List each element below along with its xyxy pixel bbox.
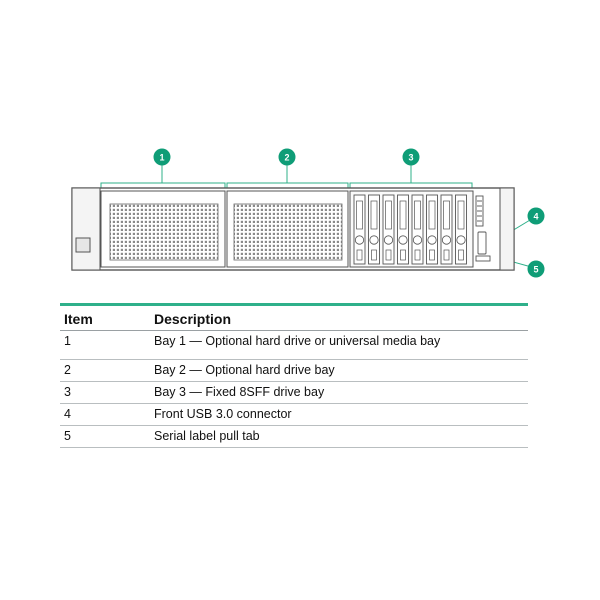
component-legend-table: Item Description 1 Bay 1 — Optional hard…: [60, 303, 528, 448]
table-row: 1 Bay 1 — Optional hard drive or univers…: [60, 330, 528, 360]
row-description: Serial label pull tab: [150, 425, 528, 448]
row-item: 3: [60, 381, 150, 404]
sff-drive-slots: [353, 194, 467, 265]
bracket-bay-2: [226, 182, 349, 188]
callout-1: 1: [153, 148, 171, 166]
table-row: 5 Serial label pull tab: [60, 425, 528, 448]
drive-carrier: [397, 194, 409, 265]
table-row: 3 Bay 3 — Fixed 8SFF drive bay: [60, 381, 528, 404]
row-description: Front USB 3.0 connector: [150, 403, 528, 426]
usb-connector: [477, 231, 487, 255]
server-front-panel-diagram: 1 2 3 4 5: [71, 148, 545, 278]
callout-3: 3: [402, 148, 420, 166]
row-item: 4: [60, 403, 150, 426]
drive-carrier: [440, 194, 453, 265]
callout-2-label: 2: [284, 153, 289, 163]
callout-3-label: 3: [408, 153, 413, 163]
row-item: 2: [60, 359, 150, 382]
bay-2-grill: [233, 203, 343, 261]
table-row: 4 Front USB 3.0 connector: [60, 403, 528, 426]
callout-5-label: 5: [533, 265, 538, 275]
row-description: Bay 3 — Fixed 8SFF drive bay: [150, 381, 528, 404]
control-panel: [475, 195, 491, 262]
right-rack-ear: [499, 187, 515, 271]
server-illustration: 1 2 3 4 5: [71, 148, 545, 278]
bracket-bay-1: [100, 182, 226, 188]
callout-5: 5: [527, 260, 545, 278]
callout-2: 2: [278, 148, 296, 166]
callout-4-label: 4: [533, 212, 538, 222]
drive-carrier: [411, 194, 424, 265]
callout-4: 4: [527, 207, 545, 225]
drive-carrier: [368, 194, 380, 265]
row-item: 1: [60, 330, 150, 360]
drive-carrier: [455, 194, 467, 265]
callout-1-label: 1: [159, 153, 164, 163]
drive-carrier: [382, 194, 395, 265]
row-item: 5: [60, 425, 150, 448]
left-rack-ear: [71, 187, 101, 271]
drive-carrier: [426, 194, 438, 265]
serial-pull-tab: [475, 255, 491, 262]
bay-1-grill: [109, 203, 219, 261]
row-description: Bay 1 — Optional hard drive or universal…: [150, 330, 528, 360]
column-header-description: Description: [150, 303, 528, 331]
column-header-item: Item: [60, 303, 150, 331]
table-header-row: Item Description: [60, 303, 528, 331]
table-row: 2 Bay 2 — Optional hard drive bay: [60, 359, 528, 382]
rack-ear-label: [75, 237, 91, 253]
bracket-bay-3: [349, 182, 473, 188]
drive-carrier: [353, 194, 366, 265]
row-description: Bay 2 — Optional hard drive bay: [150, 359, 528, 382]
